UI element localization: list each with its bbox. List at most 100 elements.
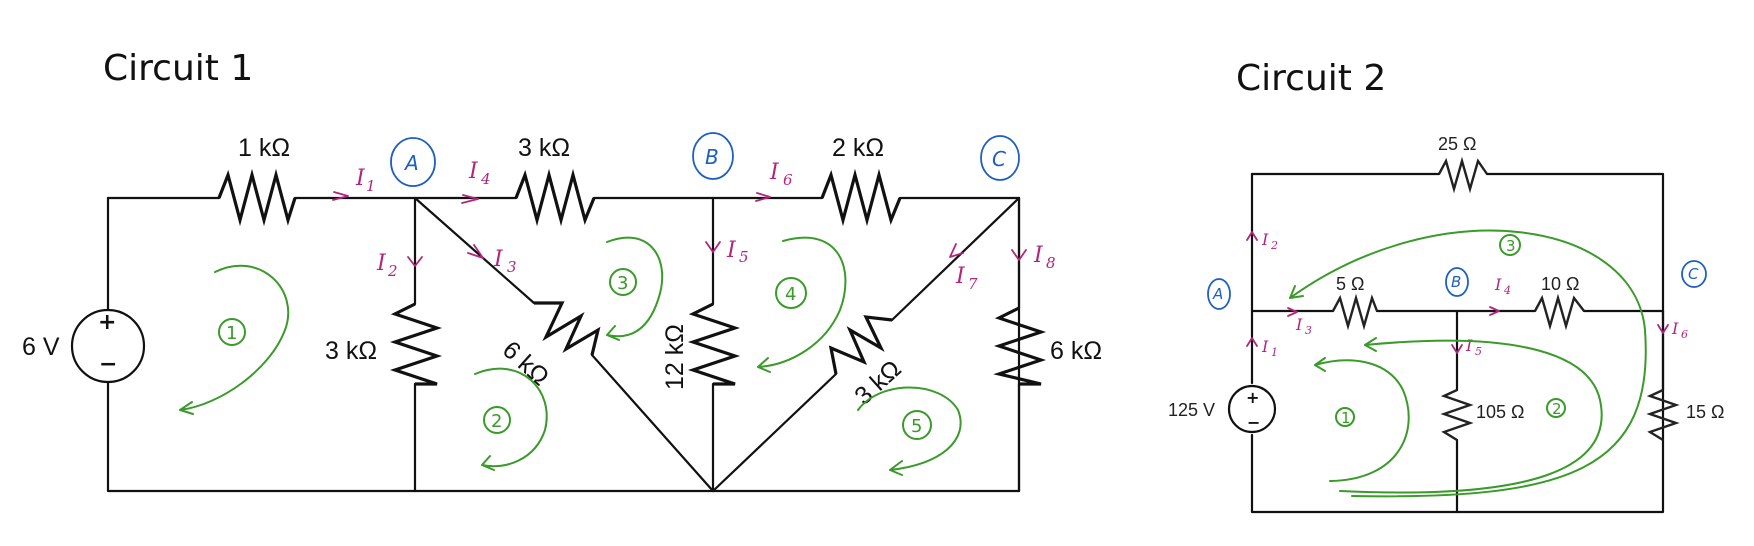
circuit-2-title: Circuit 2 [1236, 58, 1386, 99]
label-15: 15 Ω [1686, 402, 1724, 422]
label-3k-left: 3 kΩ [325, 337, 377, 365]
node2-B: B [1451, 273, 1461, 291]
current-I4: I [468, 159, 479, 184]
loop-4 [757, 236, 847, 373]
node2-C: C [1688, 265, 1699, 283]
node-A: A [403, 151, 419, 175]
label-1k: 1 kΩ [238, 134, 290, 162]
current-I7-sub: 7 [968, 275, 978, 293]
circuit-1-title: Circuit 1 [103, 48, 253, 89]
loop-3 [606, 236, 664, 341]
resistor-2k [820, 168, 902, 227]
label-6k-diagonal: 6 kΩ [497, 336, 554, 392]
label-10: 10 Ω [1541, 274, 1579, 294]
node-B: B [705, 145, 719, 169]
node2-A: A [1212, 285, 1223, 303]
label-25: 25 Ω [1438, 134, 1476, 154]
circuit-1-currents: I 1 I 2 I 3 I 4 I 5 I 6 I 7 I 8 [332, 159, 1056, 293]
current2-I3-sub: 3 [1305, 324, 1312, 337]
circuit-2-resistors [1331, 156, 1680, 442]
source2-minus: − [1247, 413, 1260, 432]
current2-I4-sub: 4 [1503, 284, 1511, 297]
loop2-label-2: 2 [1552, 400, 1562, 418]
resistor-5 [1331, 293, 1379, 331]
circuit-1-resistors [217, 168, 1047, 386]
resistor-25 [1437, 156, 1488, 194]
current2-I2: I [1261, 230, 1269, 249]
circuit-2-wires [1250, 172, 1665, 514]
resistor-15 [1646, 388, 1680, 442]
label-3k-top: 3 kΩ [518, 134, 570, 162]
circuit-2-currents: I 1 I 2 I 3 I 4 I 5 I 6 [1246, 230, 1688, 359]
circuit-1-wires [106, 196, 1021, 493]
circuit-2-voltage-source: + − 125 V [1168, 384, 1277, 434]
resistor-3k-diagonal [828, 315, 893, 375]
current-I1-sub: 1 [366, 177, 376, 195]
source-label: 6 V [22, 333, 60, 361]
current-I6-sub: 6 [783, 171, 793, 189]
resistor-10 [1533, 293, 1585, 331]
label-2k: 2 kΩ [832, 134, 884, 162]
loop2-1 [1314, 357, 1410, 482]
circuit-1: Circuit 1 [22, 48, 1102, 493]
loop-1 [179, 264, 290, 415]
current2-I2-sub: 2 [1270, 239, 1278, 252]
label-3k-diagonal: 3 kΩ [849, 355, 906, 411]
loop2-2 [1339, 337, 1603, 494]
node-C: C [992, 147, 1006, 171]
loop-2 [474, 367, 548, 471]
loop-label-4: 4 [785, 284, 796, 305]
loop-label-2: 2 [491, 411, 502, 432]
current2-I6-sub: 6 [1681, 328, 1688, 341]
loop-label-1: 1 [226, 323, 237, 344]
resistor-3k-top [514, 168, 596, 227]
circuit-2: Circuit 2 + − 125 V [1168, 58, 1724, 514]
loop-label-3: 3 [617, 273, 628, 294]
loop2-3 [1289, 229, 1647, 498]
current-I8-sub: 8 [1046, 254, 1056, 272]
source-plus: + [98, 310, 116, 335]
circuit-1-resistor-labels: 1 kΩ 3 kΩ 2 kΩ 3 kΩ 6 kΩ 12 kΩ 6 kΩ 3 kΩ [238, 134, 1102, 410]
label-12k: 12 kΩ [661, 324, 689, 390]
loop2-label-1: 1 [1341, 409, 1351, 427]
source-minus: − [99, 352, 117, 377]
current-I3-sub: 3 [507, 258, 517, 276]
resistor-6k-right [993, 306, 1047, 386]
current2-I5-sub: 5 [1475, 345, 1482, 358]
loop-5 [857, 386, 962, 476]
current-I5: I [726, 238, 737, 263]
current-I6: I [769, 160, 780, 185]
label-105: 105 Ω [1476, 402, 1525, 422]
loop-label-5: 5 [911, 416, 922, 437]
current-I1: I [355, 166, 366, 191]
resistor-1k [217, 168, 297, 227]
current-I2: I [376, 251, 387, 276]
resistor-12k [687, 302, 741, 386]
current-I3: I [493, 247, 504, 272]
circuit-1-nodes: A B C [390, 132, 1020, 187]
current2-I4: I [1494, 275, 1502, 294]
resistor-3k-left [389, 302, 443, 386]
current2-I3: I [1295, 315, 1303, 334]
current-I5-sub: 5 [739, 248, 749, 266]
loop2-label-3: 3 [1506, 237, 1516, 255]
circuit-2-resistor-labels: 25 Ω 5 Ω 10 Ω 105 Ω 15 Ω [1336, 134, 1724, 422]
source2-plus: + [1246, 388, 1259, 407]
current-I4-sub: 4 [480, 170, 491, 188]
current2-I1-sub: 1 [1271, 346, 1278, 359]
label-6k-right: 6 kΩ [1050, 337, 1102, 365]
circuit-2-loops: 1 2 3 [1289, 229, 1647, 498]
current2-I5: I [1465, 336, 1473, 355]
resistor-6k-diagonal [534, 301, 601, 356]
current-I7: I [955, 264, 966, 289]
current2-I1: I [1261, 337, 1269, 356]
current2-I6: I [1671, 319, 1679, 338]
label-5: 5 Ω [1336, 274, 1364, 294]
circuit-1-voltage-source: + − 6 V [22, 308, 146, 384]
circuit-2-nodes: A B C [1207, 260, 1707, 310]
current-I8: I [1033, 243, 1044, 268]
resistor-105 [1440, 388, 1474, 442]
source2-label: 125 V [1168, 400, 1215, 420]
current-I2-sub: 2 [387, 262, 398, 280]
